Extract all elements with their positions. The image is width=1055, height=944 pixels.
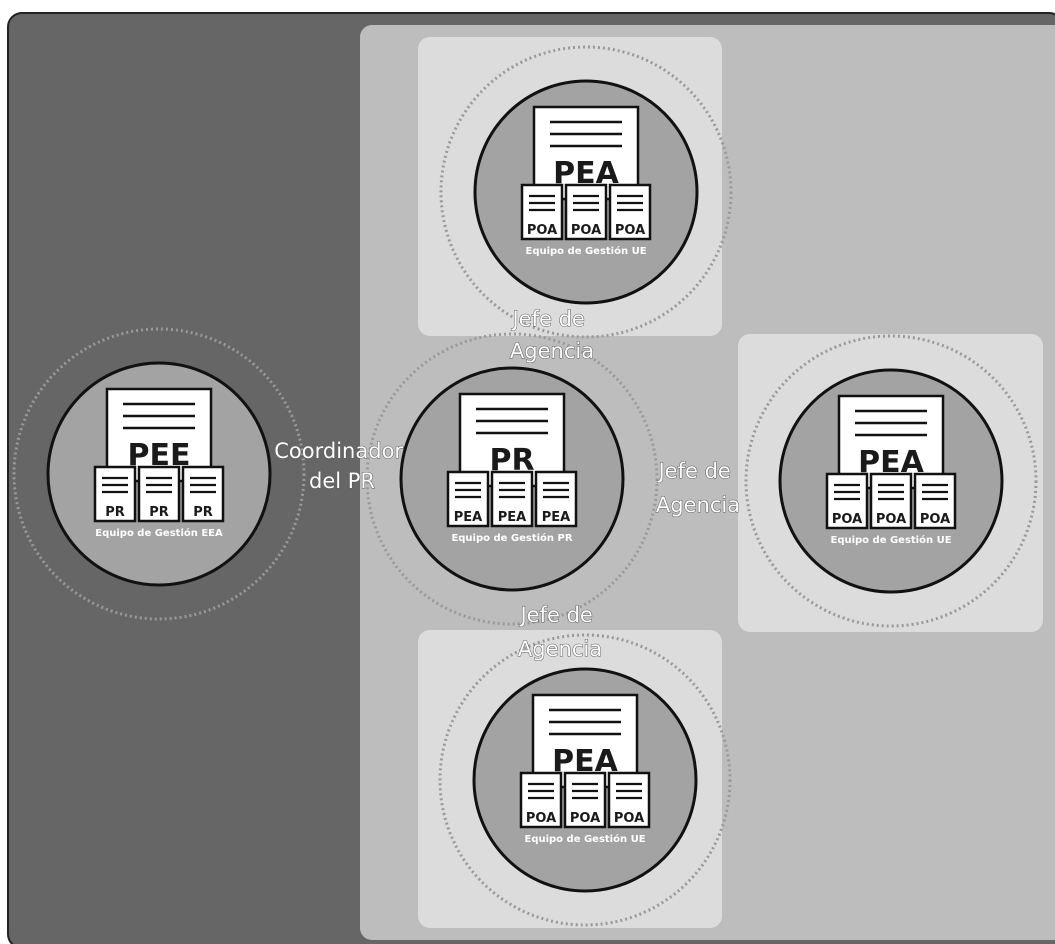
sub-document-label: POA xyxy=(614,811,644,826)
sub-document-icon: PR xyxy=(93,465,137,523)
jefe-bottom-label: Jefe de Agencia xyxy=(518,603,602,661)
coordinador-label: Coordinador del PR xyxy=(274,439,409,493)
coordinador-line-1: Coordinador xyxy=(274,439,403,463)
sub-document-icon: POA xyxy=(607,771,651,829)
sub-document-label: POA xyxy=(526,811,556,826)
sub-document-label: PR xyxy=(105,505,125,520)
sub-document-icon: POA xyxy=(825,472,869,530)
team-caption: Equipo de Gestión UE xyxy=(524,833,645,845)
sub-document-icon: PEA xyxy=(534,470,578,528)
team-caption: Equipo de Gestión EEA xyxy=(95,527,223,539)
main-document-icon: PEA xyxy=(837,394,945,490)
sub-document-icon: PR xyxy=(181,465,225,523)
sub-document-icon: PR xyxy=(137,465,181,523)
jefe-top-label: Jefe de Agencia xyxy=(510,307,594,363)
main-document-icon: PEA xyxy=(532,105,640,201)
jefe-right-label: Jefe de Agencia xyxy=(656,459,740,517)
team-caption: Equipo de Gestión UE xyxy=(830,534,951,546)
jefe-bottom-line-2: Agencia xyxy=(518,637,602,661)
unit-ue-right: PEA POA POA POA Equipo de Gestión UE xyxy=(744,334,1038,628)
sub-document-icon: POA xyxy=(520,183,564,241)
dotted-ring xyxy=(365,332,659,626)
dotted-ring xyxy=(744,334,1038,628)
sub-document-label: PEA xyxy=(498,510,526,525)
jefe-right-line-2: Agencia xyxy=(656,493,740,517)
unit-ue-top: PEA POA POA POA Equipo de Gestión UE xyxy=(439,45,733,339)
sub-document-icon: POA xyxy=(869,472,913,530)
sub-document-label: POA xyxy=(527,223,557,238)
sub-document-icon: POA xyxy=(913,472,957,530)
sub-document-icon: POA xyxy=(564,183,608,241)
sub-document-label: POA xyxy=(832,512,862,527)
sub-document-label: POA xyxy=(920,512,950,527)
sub-document-label: POA xyxy=(876,512,906,527)
jefe-bottom-line-1: Jefe de xyxy=(518,603,592,627)
jefe-right-line-1: Jefe de xyxy=(656,459,730,483)
team-caption: Equipo de Gestión UE xyxy=(525,245,646,257)
sub-document-icon: PEA xyxy=(490,470,534,528)
coordinador-line-2: del PR xyxy=(309,469,375,493)
dotted-ring xyxy=(439,45,733,339)
sub-document-icon: POA xyxy=(519,771,563,829)
sub-document-icon: POA xyxy=(563,771,607,829)
unit-pr: PR PEA PEA PEA Equipo de Gestión PR xyxy=(365,332,659,626)
sub-document-label: POA xyxy=(571,223,601,238)
team-caption: Equipo de Gestión PR xyxy=(451,532,572,544)
sub-document-icon: PEA xyxy=(446,470,490,528)
jefe-top-line-1: Jefe de xyxy=(510,307,584,331)
main-document-icon: PR xyxy=(458,392,566,488)
sub-document-label: PR xyxy=(149,505,169,520)
sub-document-label: POA xyxy=(615,223,645,238)
sub-document-label: PR xyxy=(193,505,213,520)
jefe-top-line-2: Agencia xyxy=(510,339,594,363)
sub-document-label: PEA xyxy=(542,510,570,525)
sub-document-label: POA xyxy=(570,811,600,826)
sub-document-label: PEA xyxy=(454,510,482,525)
dotted-ring xyxy=(12,327,306,621)
dotted-ring xyxy=(438,633,732,927)
sub-document-icon: POA xyxy=(608,183,652,241)
